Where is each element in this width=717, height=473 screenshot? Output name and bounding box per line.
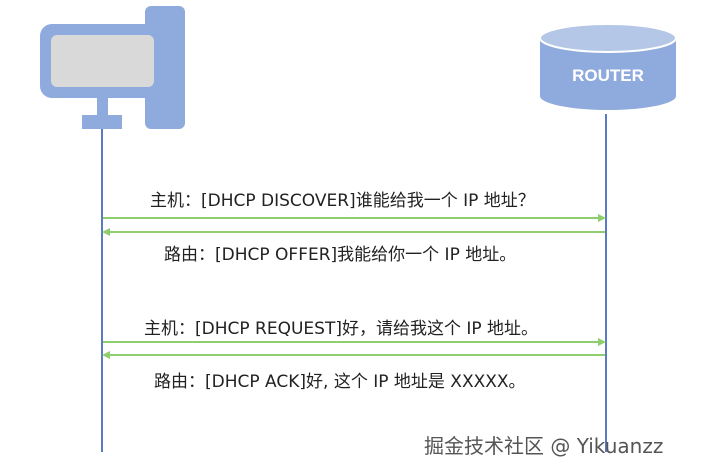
router-lifeline [605, 114, 607, 452]
message-request-label: 主机：[DHCP REQUEST]好，请给我这个 IP 地址。 [144, 319, 539, 339]
message-ack-label: 路由：[DHCP ACK]好, 这个 IP 地址是 XXXXX。 [154, 372, 526, 392]
ack-arrowhead [102, 351, 110, 359]
computer-stand-neck [97, 98, 108, 115]
discover-arrowhead [598, 214, 606, 222]
watermark: 掘金技术社区 @ Yikuanzz [424, 434, 664, 458]
offer-arrowhead [102, 228, 110, 236]
request-arrowhead [598, 338, 606, 346]
message-offer-label: 路由：[DHCP OFFER]我能给你一个 IP 地址。 [164, 245, 517, 265]
computer-stand-base [82, 115, 122, 129]
computer-screen [51, 35, 154, 87]
host-lifeline [101, 129, 103, 452]
router-label: ROUTER [572, 66, 644, 85]
router-cylinder-icon: ROUTER [539, 23, 677, 110]
message-discover-label: 主机：[DHCP DISCOVER]谁能给我一个 IP 地址？ [150, 191, 535, 211]
